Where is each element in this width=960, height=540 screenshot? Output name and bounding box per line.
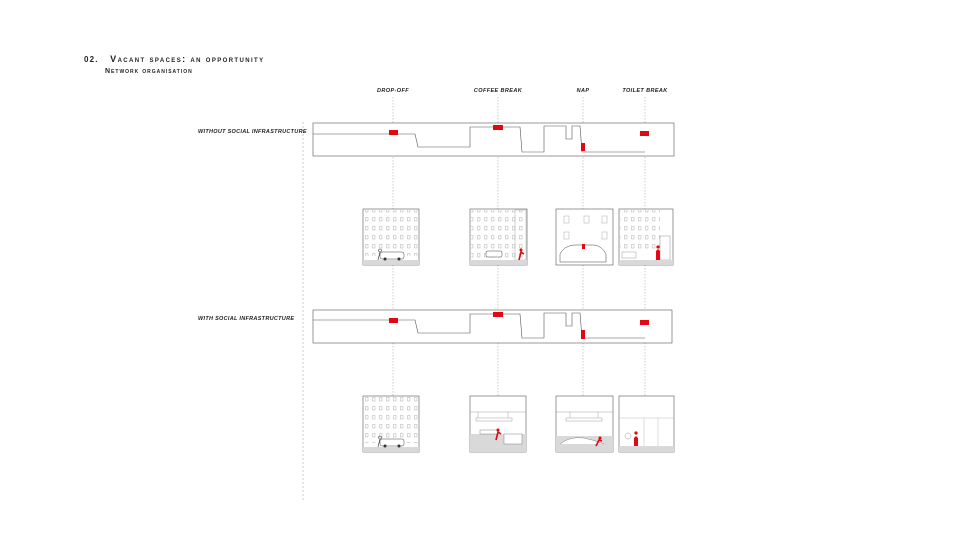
- car-icon: [485, 250, 503, 258]
- panel-drop-off-with: [362, 395, 420, 453]
- car-icon: [379, 251, 405, 260]
- person-icon: [377, 248, 382, 261]
- person-icon: [656, 249, 660, 260]
- car-icon: [379, 438, 405, 447]
- person-icon: [634, 436, 638, 446]
- strip-with: [312, 309, 673, 344]
- section-title: Vacant spaces: an opportunity: [110, 54, 265, 64]
- stop-markers-without: [389, 125, 649, 151]
- person-icon: [377, 435, 382, 448]
- column-label-coffee-break: COFFEE BREAK: [473, 88, 523, 94]
- person-icon: [518, 250, 525, 261]
- bench-icon: [503, 433, 523, 445]
- column-label-nap: NAP: [576, 88, 590, 94]
- table-icon: [479, 429, 499, 435]
- column-label-drop-off: DROP-OFF: [377, 88, 409, 94]
- stop-markers-with: [389, 312, 649, 339]
- row-label-with: WITH SOCIAL INFRASTRUCTURE: [198, 316, 295, 322]
- panel-coffee-break-with: [469, 395, 527, 453]
- person-icon: [582, 244, 585, 249]
- panel-nap-with: [555, 395, 614, 453]
- section-heading: 02. Vacant spaces: an opportunity: [84, 54, 265, 64]
- panel-toilet-break-without: [618, 208, 674, 266]
- panel-nap-without: [555, 208, 614, 266]
- lamp-icon: [475, 417, 513, 422]
- column-label-toilet-break: TOILET BREAK: [622, 88, 668, 94]
- row-label-without: WITHOUT SOCIAL INFRASTRUCTURE: [198, 129, 307, 135]
- lamp-icon: [565, 417, 603, 422]
- person-icon: [495, 430, 502, 441]
- panel-drop-off-without: [362, 208, 420, 266]
- panel-toilet-break-with: [618, 395, 675, 453]
- section-number: 02.: [84, 55, 99, 64]
- car-icon: [559, 244, 607, 263]
- section-subtitle: Network organisation: [105, 68, 193, 75]
- panel-coffee-break-without: [469, 208, 528, 266]
- person-icon: [595, 439, 603, 447]
